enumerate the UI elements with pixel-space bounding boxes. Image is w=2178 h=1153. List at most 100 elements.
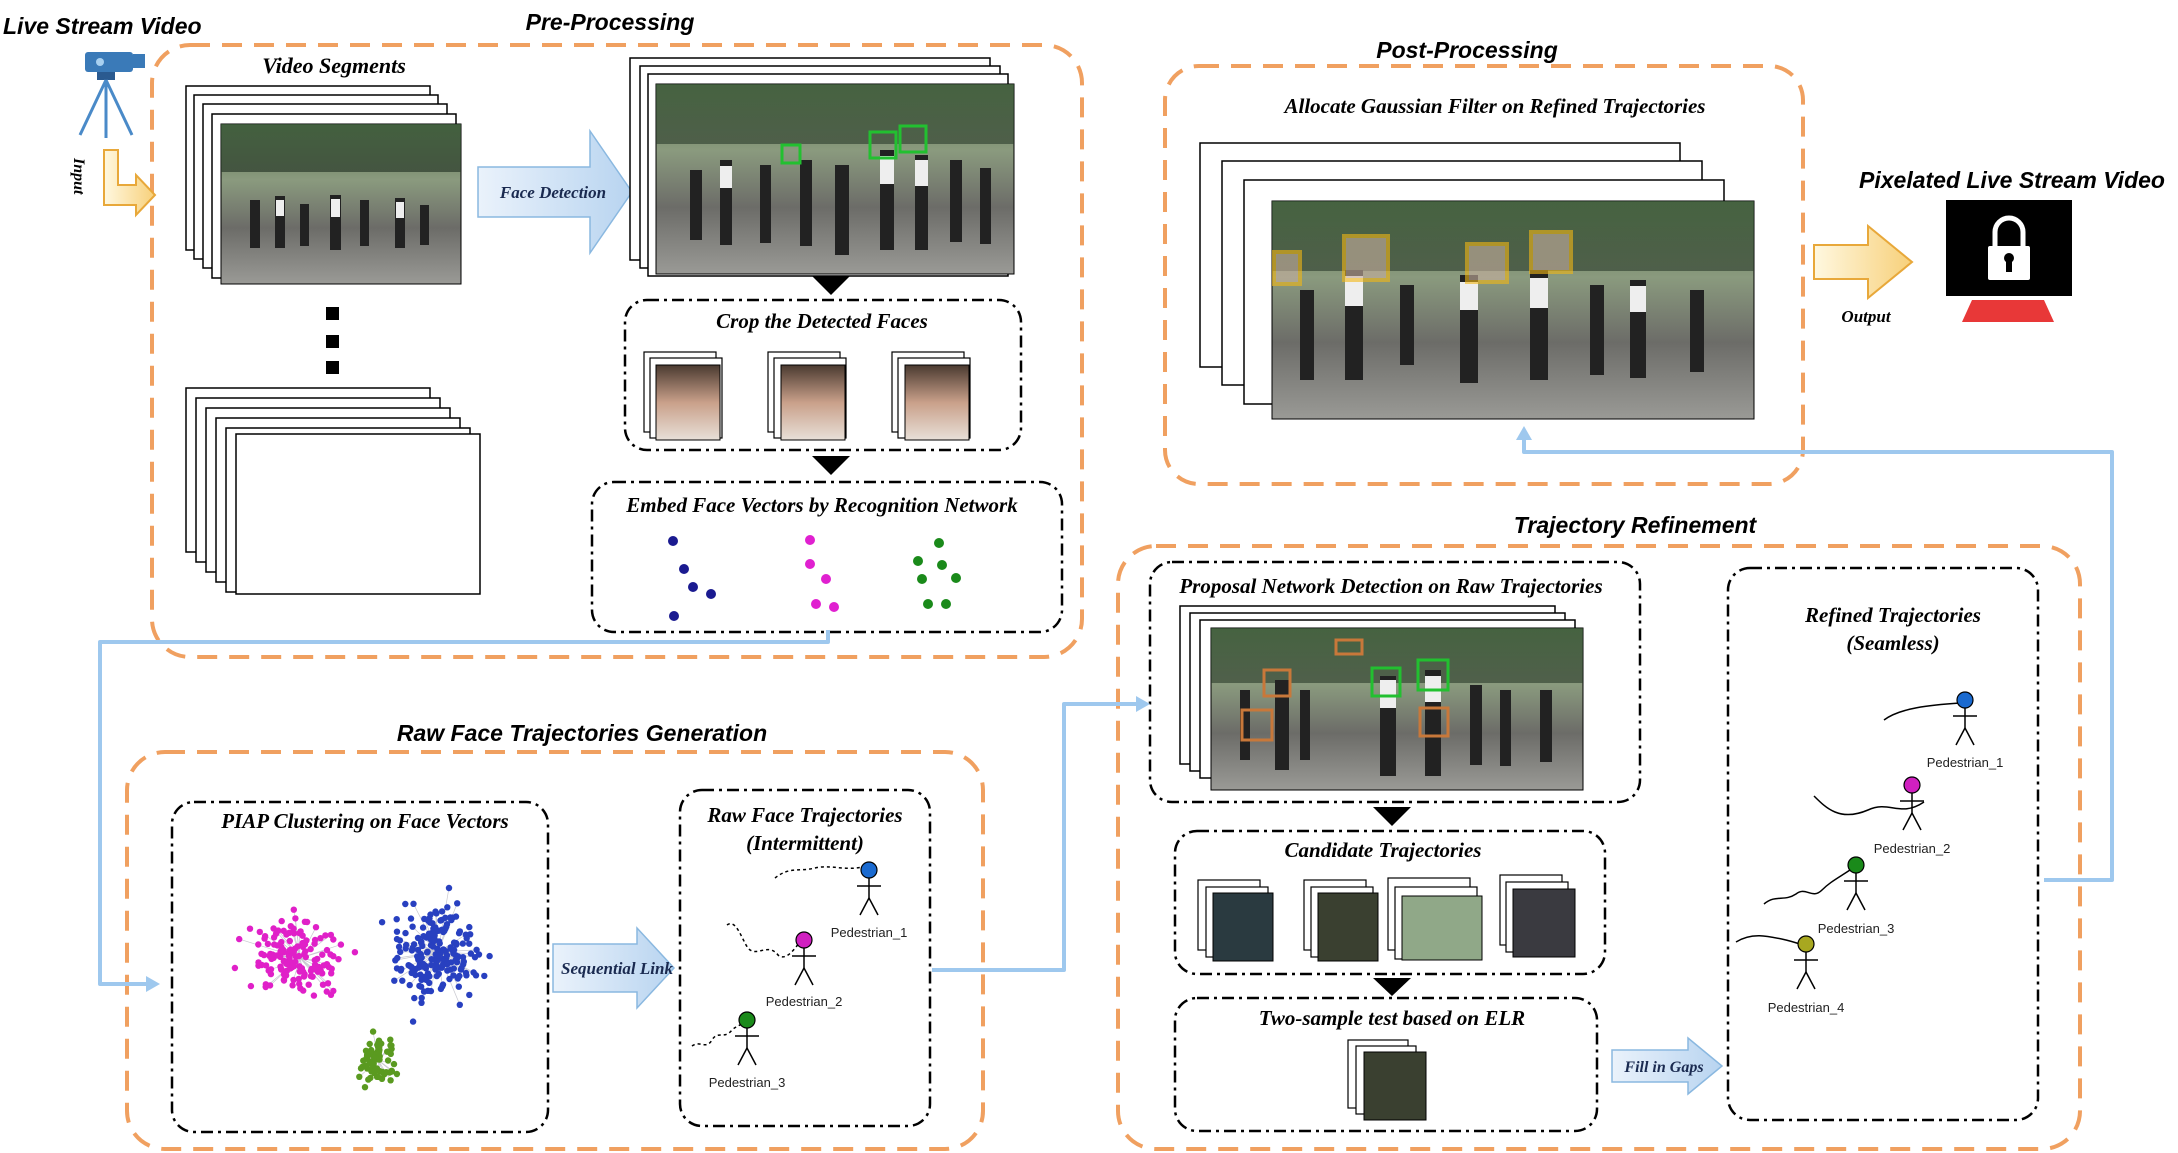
- cluster-point: [275, 927, 282, 934]
- raw-trajectories-title-2: (Intermittent): [746, 831, 864, 855]
- cluster-point: [299, 943, 307, 950]
- refined-pedestrian-3: [1763, 856, 1868, 911]
- cluster-point: [458, 964, 465, 972]
- cluster-point: [231, 964, 239, 972]
- cluster-point: [236, 935, 243, 943]
- post-processing-border: [1163, 64, 1805, 486]
- cluster-point: [278, 938, 285, 946]
- post-processing-title: Post-Processing: [1376, 37, 1558, 63]
- refined-pedestrian-1-label: Pedestrian_1: [1927, 755, 2004, 770]
- pixelated-monitor-lock-icon: [1946, 200, 2072, 322]
- cluster-point: [398, 965, 405, 973]
- cluster-point: [262, 981, 269, 988]
- candidate-label: Candidate Trajectories: [1285, 838, 1482, 862]
- cluster-point: [378, 1075, 386, 1083]
- cluster-point: [466, 940, 473, 947]
- gaussian-label: Allocate Gaussian Filter on Refined Traj…: [1283, 94, 1706, 118]
- cluster-point: [486, 952, 493, 960]
- piap-cluster-plot: [231, 884, 493, 1091]
- cluster-point: [319, 951, 326, 958]
- pre-processing-border: [150, 43, 1084, 659]
- cluster-point: [378, 919, 386, 926]
- refined-title-2: (Seamless): [1846, 631, 1939, 655]
- cluster-point: [261, 935, 268, 942]
- cluster-point: [466, 991, 473, 999]
- cluster-point: [322, 932, 329, 939]
- cluster-point: [323, 946, 331, 954]
- cluster-point: [289, 982, 296, 989]
- output-title: Pixelated Live Stream Video: [1859, 167, 2165, 193]
- ellipsis-dots: [326, 307, 339, 374]
- cluster-point: [406, 981, 413, 989]
- cluster-point: [390, 1060, 398, 1068]
- cluster-point: [448, 916, 455, 924]
- cluster-point: [395, 943, 403, 950]
- cluster-point: [419, 924, 427, 931]
- cluster-edge: [396, 938, 439, 953]
- cluster-point: [278, 944, 285, 951]
- cluster-point: [371, 1053, 378, 1061]
- cluster-point: [420, 960, 427, 968]
- cluster-point: [369, 1028, 377, 1035]
- cluster-point: [443, 921, 451, 928]
- cluster-point: [427, 911, 434, 918]
- cluster-point: [330, 936, 337, 943]
- cluster-point: [418, 994, 425, 1002]
- proposal-label: Proposal Network Detection on Raw Trajec…: [1178, 574, 1602, 598]
- cluster-point: [388, 1067, 395, 1075]
- refined-title-1: Refined Trajectories: [1804, 603, 1981, 627]
- cluster-point: [286, 929, 293, 936]
- cluster-point: [368, 1060, 375, 1068]
- cluster-point: [429, 943, 437, 950]
- cluster-point: [405, 962, 412, 969]
- cluster-point: [445, 884, 453, 892]
- detected-frame-stack: [629, 57, 1015, 277]
- cluster-point: [439, 955, 447, 963]
- cluster-point: [432, 908, 439, 915]
- cluster-point: [356, 1073, 363, 1081]
- cluster-point: [337, 941, 345, 948]
- cluster-point: [294, 943, 301, 950]
- cluster-point: [255, 941, 262, 948]
- cluster-point: [408, 969, 415, 977]
- cluster-point: [324, 980, 332, 987]
- cluster-point: [460, 958, 467, 965]
- cluster-point: [286, 947, 293, 954]
- gaussian-frame-stack: [1199, 142, 1755, 420]
- cluster-point: [290, 906, 297, 913]
- cluster-point: [387, 1077, 394, 1084]
- cluster-point: [421, 915, 428, 923]
- cluster-point: [255, 959, 262, 966]
- cluster-point: [411, 994, 418, 1002]
- sequential-link-arrow: [552, 926, 676, 1010]
- cluster-point: [302, 948, 309, 955]
- cluster-point: [481, 972, 488, 980]
- candidate-box: [1173, 829, 1607, 976]
- cluster-point: [246, 925, 254, 932]
- cluster-point: [319, 981, 327, 988]
- cluster-point: [459, 940, 466, 947]
- cluster-point: [271, 941, 278, 948]
- cluster-point: [381, 1070, 388, 1077]
- flow-connectors: [98, 438, 2114, 986]
- cluster-point: [430, 936, 437, 944]
- cluster-point: [270, 934, 278, 941]
- refinement-title: Trajectory Refinement: [1514, 512, 1758, 538]
- cluster-point: [312, 924, 320, 931]
- raw-pedestrian-1-label: Pedestrian_1: [831, 925, 908, 940]
- cluster-point: [351, 949, 359, 956]
- cluster-point: [361, 1084, 369, 1091]
- cluster-point: [462, 969, 470, 977]
- cluster-point: [323, 988, 330, 995]
- sequential-link-label: Sequential Link: [561, 959, 673, 978]
- cluster-point: [387, 1036, 394, 1043]
- cluster-point: [376, 1046, 383, 1054]
- cluster-point: [453, 941, 460, 948]
- cluster-point: [309, 973, 316, 980]
- down-arrowhead-4: [1373, 978, 1411, 996]
- raw-pedestrian-2: [726, 922, 816, 986]
- cluster-point: [420, 933, 427, 940]
- raw-pedestrian-2-label: Pedestrian_2: [766, 994, 843, 1009]
- cluster-point: [414, 934, 422, 942]
- cluster-point: [335, 956, 342, 963]
